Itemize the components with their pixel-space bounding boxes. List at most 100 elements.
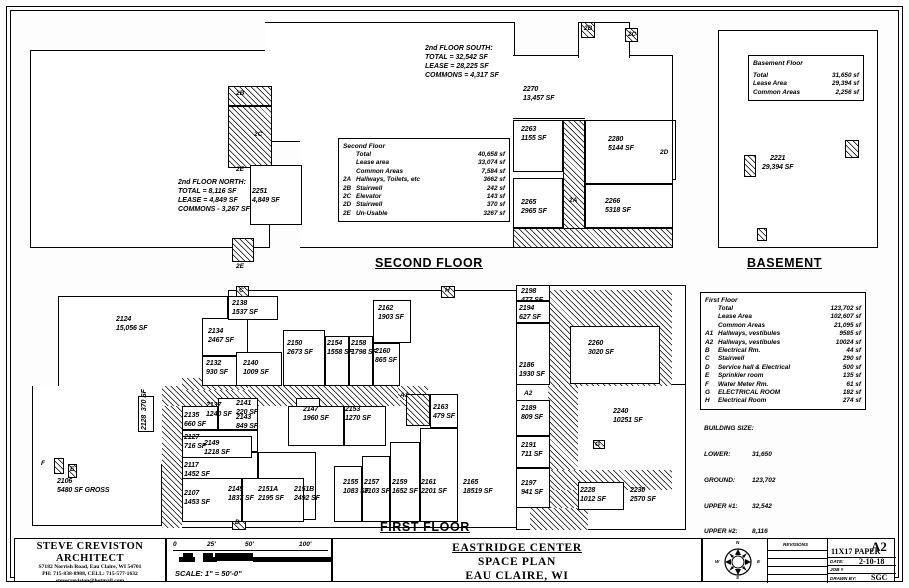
second-floor-room-2265: [513, 178, 563, 228]
date-label: DATE:: [830, 559, 844, 564]
suite-label-2265: 2265 2965 SF: [521, 199, 547, 215]
suite-label-2145: 2145 1837 SF: [228, 486, 254, 502]
revisions-rule-3: [767, 566, 827, 567]
north-label-w: W: [715, 559, 720, 564]
room-2162: [373, 300, 411, 343]
area-tag-2d: 2D: [660, 149, 669, 156]
basement-hatch-c: [845, 140, 859, 158]
second-floor-title: SECOND FLOOR: [375, 256, 483, 270]
room-2228: [578, 482, 624, 510]
drawn-by-value: SGC: [871, 573, 888, 582]
room-2161: [420, 428, 458, 522]
second-floor-unusable-2e-hatch-a: [228, 86, 272, 106]
scale-label: SCALE: 1" = 50'-0": [175, 569, 242, 578]
titleblock-project: EASTRIDGE CENTER SPACE PLAN EAU CLAIRE, …: [332, 538, 702, 582]
suite-label-2128: 2128 370 SF: [141, 389, 148, 430]
suite-label-2137: 2137 1240 SF: [206, 402, 232, 418]
titleblock-sheet-info: N S W E REVISIONS A2 11X17 PAPER DATE: 2…: [702, 538, 896, 583]
room-2135: [182, 406, 218, 430]
suite-label-2135: 2135 660 SF: [184, 412, 206, 428]
area-tag-2b-north: 2B: [584, 25, 593, 32]
area-tag-2c-north: 2C: [628, 31, 637, 38]
building-size-title: BUILDING SIZE:: [704, 425, 754, 433]
second-floor-room-2263: [513, 120, 563, 172]
suite-label-2158: 2158 1798 SF: [351, 340, 377, 356]
room-2191: [516, 436, 550, 468]
project-title-line-3: EAU CLAIRE, WI: [465, 570, 569, 582]
room-2155: [334, 466, 362, 522]
area-tag-e: E: [70, 466, 75, 473]
room-2128: [138, 396, 154, 432]
suite-label-2106: 2106 5480 SF GROSS: [57, 478, 110, 494]
suite-label-2159: 2159 1652 SF: [392, 479, 418, 495]
area-tag-2c-west: 2C: [254, 131, 263, 138]
building-size-row-upper1: UPPER #1:32,542: [704, 502, 772, 510]
suite-label-2151a: 2151A 2195 SF: [258, 486, 284, 502]
electrical-hatch-e: [68, 464, 77, 478]
suite-label-2127: 2127 716 SF: [184, 434, 206, 450]
first-floor-title: FIRST FLOOR: [380, 520, 470, 534]
job-label: JOB #: [830, 567, 844, 572]
room-2159: [390, 442, 420, 522]
second-floor-room-2270: [513, 55, 585, 119]
suite-label-2157: 2157 3103 SF: [364, 479, 390, 495]
basement-title: BASEMENT: [747, 256, 822, 270]
scale-tick-100: 100': [299, 541, 312, 548]
scale-bar: [173, 553, 333, 562]
area-tag-2e-upper: 2E: [236, 166, 244, 173]
area-tag-h-top: H: [445, 287, 450, 294]
revisions-divider-right: [827, 539, 828, 583]
building-size-row-lower: LOWER:31,650: [704, 450, 772, 458]
room-2158: [349, 336, 373, 386]
revisions-rule-2: [767, 558, 827, 559]
room-2106: [32, 464, 162, 526]
basement-hatch-b: [757, 228, 767, 241]
suite-label-2155: 2155 1083 SF: [343, 479, 369, 495]
architect-phone: PH: 715-838-8988, CELL: 715-577-1632: [42, 571, 138, 578]
scale-top-rule: [173, 550, 328, 551]
architect-title: ARCHITECT: [55, 552, 125, 564]
suite-label-2230: 2230 2570 SF: [630, 487, 656, 503]
legend-second-title-row: Second Floor: [343, 143, 386, 150]
suite-label-2132: 2132 930 SF: [206, 360, 228, 376]
room-2149: [182, 436, 252, 458]
second-floor-room-2280: [585, 120, 673, 184]
suite-label-2141: 2141 220 SF: [236, 400, 258, 416]
room-2153: [344, 406, 386, 446]
building-size-row-ground: GROUND:123,702: [704, 476, 776, 484]
drawn-by-label: DRAWN BY:: [830, 576, 857, 581]
legend-basement-title-row: Basement Floor: [753, 60, 803, 67]
second-floor-outline-ne: [578, 22, 630, 58]
note-second-floor-north: 2nd FLOOR NORTH: TOTAL = 8,116 SF LEASE …: [178, 179, 250, 213]
suite-label-2124: 2124 15,056 SF: [116, 316, 148, 332]
suite-label-2162: 2162 1903 SF: [378, 305, 404, 321]
room-2260: [570, 326, 660, 384]
suite-label-2194: 2194 627 SF: [519, 305, 541, 321]
suite-label-2134: 2134 2467 SF: [208, 328, 234, 344]
revisions-header: REVISIONS: [783, 542, 809, 547]
area-tag-c-top: C: [239, 287, 244, 294]
electrical-hatch-f: [54, 458, 64, 474]
revisions-rule-4: [767, 574, 827, 575]
north-arrow-icon: [721, 545, 755, 579]
second-floor-stair-2b-hatch-b: [625, 28, 638, 42]
suite-label-2149: 2149 1218 SF: [204, 440, 230, 456]
suite-label-2270: 2270 13,457 SF: [523, 86, 555, 102]
suite-label-2140: 2140 1009 SF: [243, 360, 269, 376]
project-title-line-1: EASTRIDGE CENTER: [452, 542, 582, 554]
suite-label-2280: 2280 5144 SF: [608, 136, 634, 152]
north-label-e: E: [757, 559, 761, 564]
area-tag-a2: A2: [524, 390, 533, 397]
suite-label-2147: 2147 1960 SF: [303, 406, 329, 422]
